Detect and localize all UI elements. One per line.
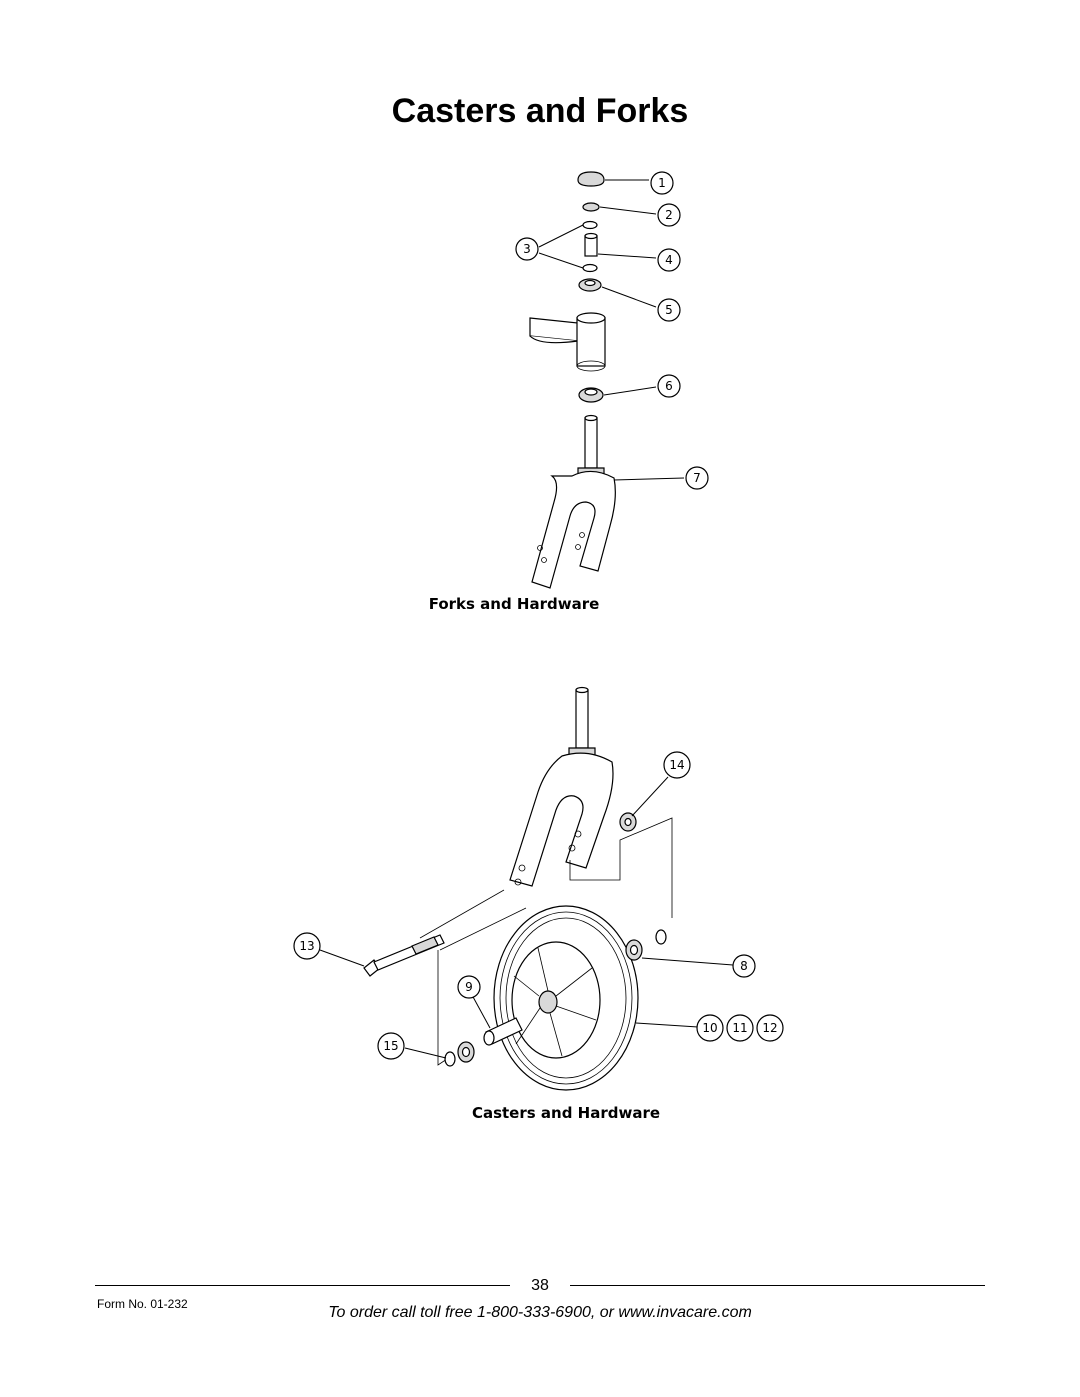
callout-8: 8: [732, 954, 756, 978]
forks-caption: Forks and Hardware: [428, 595, 600, 613]
callout-1: 1: [650, 171, 674, 195]
svg-text:4: 4: [665, 253, 673, 267]
footer-rule-left: [95, 1285, 510, 1286]
bearing-part-lower: [578, 387, 604, 403]
svg-text:5: 5: [665, 303, 673, 317]
svg-text:8: 8: [740, 959, 748, 973]
callout-10: 10: [696, 1014, 724, 1042]
callout-11: 11: [726, 1014, 754, 1042]
callout-6: 6: [657, 374, 681, 398]
nut-part: [582, 202, 600, 212]
forks-exploded-view: 1 2 3 4 5 6 7: [515, 171, 709, 589]
cap-part: [577, 171, 605, 187]
svg-text:7: 7: [693, 471, 701, 485]
form-number: Form No. 01-232: [97, 1297, 188, 1311]
footer-rule-right: [570, 1285, 985, 1286]
fork-part: [531, 414, 616, 589]
washer-part-lower: [582, 263, 598, 273]
callout-13: 13: [293, 932, 321, 960]
casters-caption: Casters and Hardware: [471, 1104, 661, 1122]
callout-9: 9: [457, 975, 481, 999]
svg-text:13: 13: [299, 939, 314, 953]
svg-text:9: 9: [465, 980, 473, 994]
callout-4: 4: [657, 248, 681, 272]
callout-3: 3: [515, 237, 539, 261]
casters-exploded-view: 14 13 8 9 10 11 12 15: [293, 686, 784, 1091]
bearing-part-15: [444, 1041, 475, 1067]
svg-text:2: 2: [665, 208, 673, 222]
callout-14: 14: [663, 751, 691, 779]
callout-12: 12: [756, 1014, 784, 1042]
svg-text:1: 1: [658, 176, 666, 190]
caster-fork: [509, 752, 614, 887]
svg-text:10: 10: [702, 1021, 717, 1035]
svg-text:14: 14: [669, 758, 684, 772]
bearing-part-upper: [578, 278, 602, 292]
callout-2: 2: [657, 203, 681, 227]
callout-15: 15: [377, 1032, 405, 1060]
footer-order-line: To order call toll free 1-800-333-6900, …: [328, 1304, 752, 1321]
washer-part-upper: [582, 220, 598, 230]
svg-text:6: 6: [665, 379, 673, 393]
svg-text:11: 11: [732, 1021, 747, 1035]
svg-text:12: 12: [762, 1021, 777, 1035]
page-number: 38: [531, 1277, 549, 1294]
caster-wheel: [493, 905, 639, 1091]
bearing-part-8: [625, 929, 667, 961]
callout-5: 5: [657, 298, 681, 322]
bolt-part: [363, 934, 445, 977]
page-title: Casters and Forks: [391, 92, 689, 130]
svg-text:15: 15: [383, 1039, 398, 1053]
svg-text:3: 3: [523, 242, 531, 256]
head-tube: [529, 312, 606, 372]
spacer-part: [584, 232, 598, 257]
nut-part-14: [619, 812, 637, 832]
spacer-part-9: [483, 1017, 523, 1046]
callout-7: 7: [685, 466, 709, 490]
